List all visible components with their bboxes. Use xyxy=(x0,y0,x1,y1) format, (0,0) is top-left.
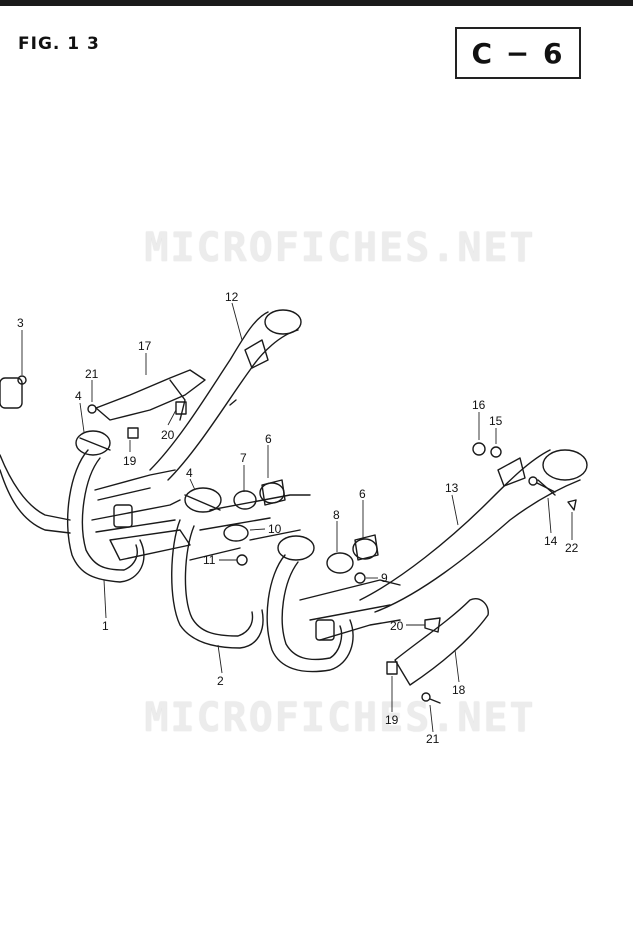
clip-20a xyxy=(175,401,187,415)
gasket-6a xyxy=(259,479,286,506)
callout-9: 9 xyxy=(381,571,388,585)
callout-22: 22 xyxy=(565,541,579,555)
callout-1: 1 xyxy=(102,619,109,633)
callout-12: 12 xyxy=(225,290,239,304)
clip-19b xyxy=(386,661,398,675)
callout-2: 2 xyxy=(217,674,224,688)
callout-15: 15 xyxy=(489,414,503,428)
section-code-box: C − 6 xyxy=(455,27,581,79)
bolt-21a xyxy=(87,404,97,414)
watermark-top: MICROFICHES.NET xyxy=(144,225,536,271)
clamp-10 xyxy=(223,524,249,542)
bolt-21b xyxy=(421,692,441,704)
bolt-9 xyxy=(354,572,366,584)
callout-18: 18 xyxy=(452,683,466,697)
callout-13: 13 xyxy=(445,481,459,495)
exhaust-pipe-1 xyxy=(66,430,191,583)
bolt-14 xyxy=(528,476,556,493)
left-partial-pipe xyxy=(0,375,71,534)
callout-16: 16 xyxy=(472,398,486,412)
gasket-6b xyxy=(352,534,379,561)
callout-4-lower: 4 xyxy=(186,466,193,480)
muffler-12 xyxy=(149,309,302,481)
clip-19a xyxy=(127,427,139,439)
callout-20: 20 xyxy=(161,428,175,442)
top-rule xyxy=(0,0,633,6)
watermark-bottom: MICROFICHES.NET xyxy=(144,695,536,741)
callout-8: 8 xyxy=(333,508,340,522)
callout-21-lower: 21 xyxy=(426,732,440,746)
cap-22 xyxy=(567,499,577,511)
callout-17: 17 xyxy=(138,339,152,353)
callout-14: 14 xyxy=(544,534,558,548)
callout-10: 10 xyxy=(268,522,282,536)
nut-16 xyxy=(472,442,486,456)
bracket-17 xyxy=(95,369,206,421)
exhaust-pipe-3 xyxy=(266,535,401,673)
muffler-13 xyxy=(359,449,588,613)
washer-15 xyxy=(490,446,502,458)
callout-20-lower: 20 xyxy=(390,619,404,633)
callout-11: 11 xyxy=(203,553,216,567)
figure-title: FIG. 1 3 xyxy=(18,34,100,54)
clamp-7 xyxy=(233,490,257,510)
callout-7: 7 xyxy=(240,451,247,465)
callout-4: 4 xyxy=(75,389,82,403)
callout-19-lower: 19 xyxy=(385,713,399,727)
callout-numbers: 12 3 17 21 4 20 19 6 7 4 10 11 8 6 9 16 … xyxy=(17,290,579,746)
heat-shield-18 xyxy=(394,598,489,686)
callout-19: 19 xyxy=(123,454,137,468)
leader-lines xyxy=(21,302,573,733)
nut-11 xyxy=(236,554,248,566)
callout-3: 3 xyxy=(17,316,24,330)
clip-20b xyxy=(424,617,441,633)
callout-6-lower: 6 xyxy=(359,487,366,501)
exhaust-pipe-2 xyxy=(171,487,311,649)
callout-6: 6 xyxy=(265,432,272,446)
clamp-8 xyxy=(326,552,354,574)
callout-21: 21 xyxy=(85,367,99,381)
